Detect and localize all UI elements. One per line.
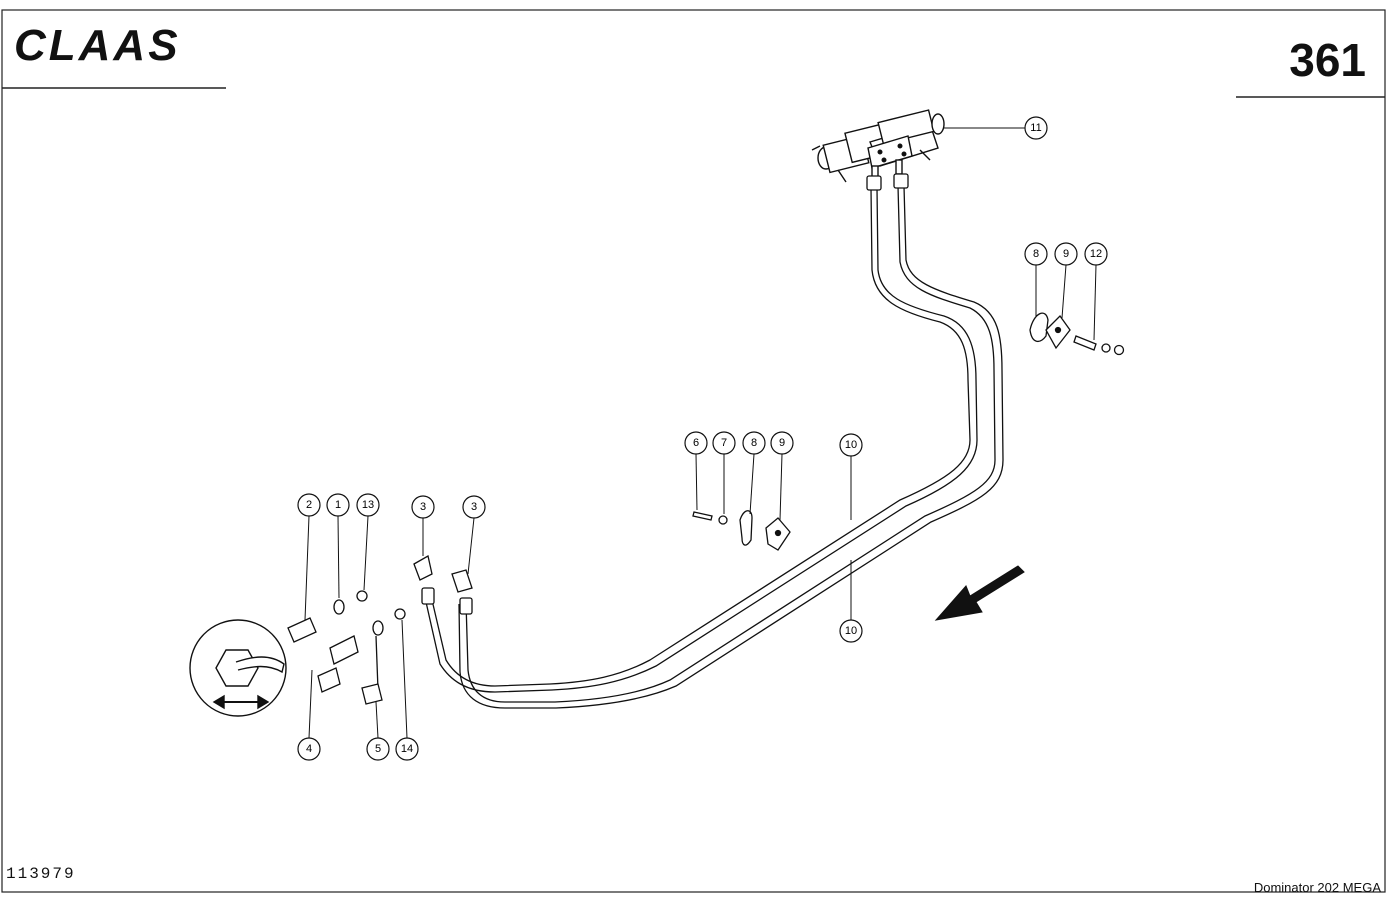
svg-text:9: 9 [779,437,785,449]
svg-text:11: 11 [1030,122,1041,134]
svg-text:5: 5 [375,743,381,755]
clamp-set-upper [1029,312,1125,356]
callout-9-middle: 9 [770,431,794,455]
svg-text:9: 9 [1063,248,1069,260]
model-name: Dominator 202 MEGA [1254,880,1381,895]
svg-text:8: 8 [1033,248,1039,260]
callout-3-left: 3 [411,495,435,519]
callout-6: 6 [684,431,708,455]
detail-inset [189,619,287,717]
svg-text:12: 12 [1090,248,1102,260]
svg-text:10: 10 [845,439,857,451]
page-number: 361 [1289,34,1366,86]
svg-text:7: 7 [721,437,727,449]
callout-5: 5 [366,737,390,761]
left-fittings [287,554,473,705]
svg-text:3: 3 [420,501,426,513]
drawing-code: 113979 [6,865,76,883]
svg-text:13: 13 [362,499,374,511]
callout-9-upper: 9 [1054,242,1078,266]
page-frame [1,9,1386,893]
callout-10-upper: 10 [839,433,863,457]
callout-14: 14 [395,737,419,761]
leader-lines [304,127,1097,739]
callout-11: 11 [1024,116,1048,140]
callout-4: 4 [297,737,321,761]
svg-text:10: 10 [845,625,857,637]
valve-block [811,109,945,183]
callout-2: 2 [297,493,321,517]
svg-text:8: 8 [751,437,757,449]
callout-10-lower: 10 [839,619,863,643]
callout-8-upper: 8 [1024,242,1048,266]
brand-logo: CLAAS [14,21,181,70]
hose-fittings [421,173,909,615]
double-arrow-icon [212,694,270,710]
callout-7: 7 [712,431,736,455]
callout-3-right: 3 [462,495,486,519]
callout-1: 1 [326,493,350,517]
hydraulic-hose-pair [425,185,1004,709]
arrow-down-left-icon [934,565,1025,621]
callout-13: 13 [356,493,380,517]
callout-8-middle: 8 [742,431,766,455]
clamp-set-middle [692,510,791,551]
callout-12: 12 [1084,242,1108,266]
svg-text:2: 2 [306,499,312,511]
svg-text:4: 4 [306,743,312,755]
svg-text:1: 1 [335,499,341,511]
svg-text:6: 6 [693,437,699,449]
svg-text:14: 14 [401,743,413,755]
svg-text:3: 3 [471,501,477,513]
